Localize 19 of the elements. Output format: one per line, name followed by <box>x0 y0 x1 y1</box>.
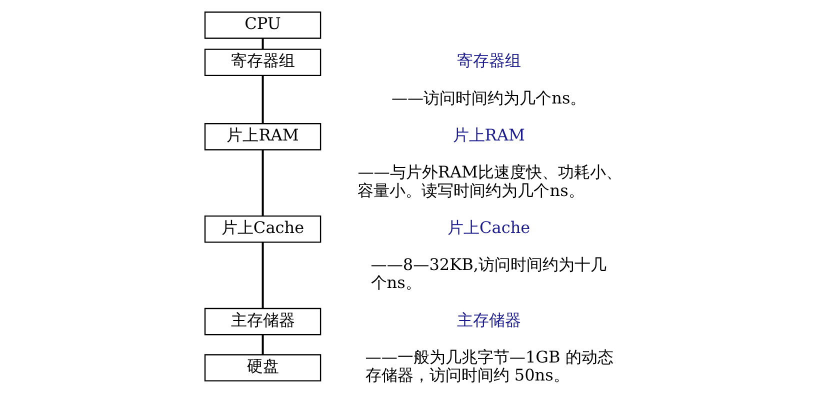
label: 片上RAM <box>452 126 524 145</box>
node-box: 片上Cache <box>204 215 321 243</box>
label: ——一般为几兆字节—1GB 的动态存储器，访问时间约 50ns。 <box>364 348 613 385</box>
label: ——访问时间约为几个ns。 <box>390 88 586 108</box>
node-box: 主存储器 <box>204 308 321 336</box>
node-box: 片上RAM <box>204 123 321 150</box>
node-box: 寄存器组 <box>204 48 321 76</box>
node-box: 硬盘 <box>204 354 321 382</box>
connector <box>261 76 264 124</box>
connector <box>261 334 264 355</box>
label: ——与片外RAM比速度快、功耗小、容量小。读写时间约为几个ns。 <box>357 162 622 200</box>
label: 主存储器 <box>456 310 520 330</box>
label: ——8—32KB,访问时间约为十几个ns。 <box>370 255 606 292</box>
node-box: CPU <box>204 12 321 39</box>
label: 片上Cache <box>446 218 530 237</box>
connector <box>261 150 264 216</box>
label: 寄存器组 <box>456 51 520 70</box>
connector <box>261 38 264 50</box>
connector <box>261 242 264 308</box>
